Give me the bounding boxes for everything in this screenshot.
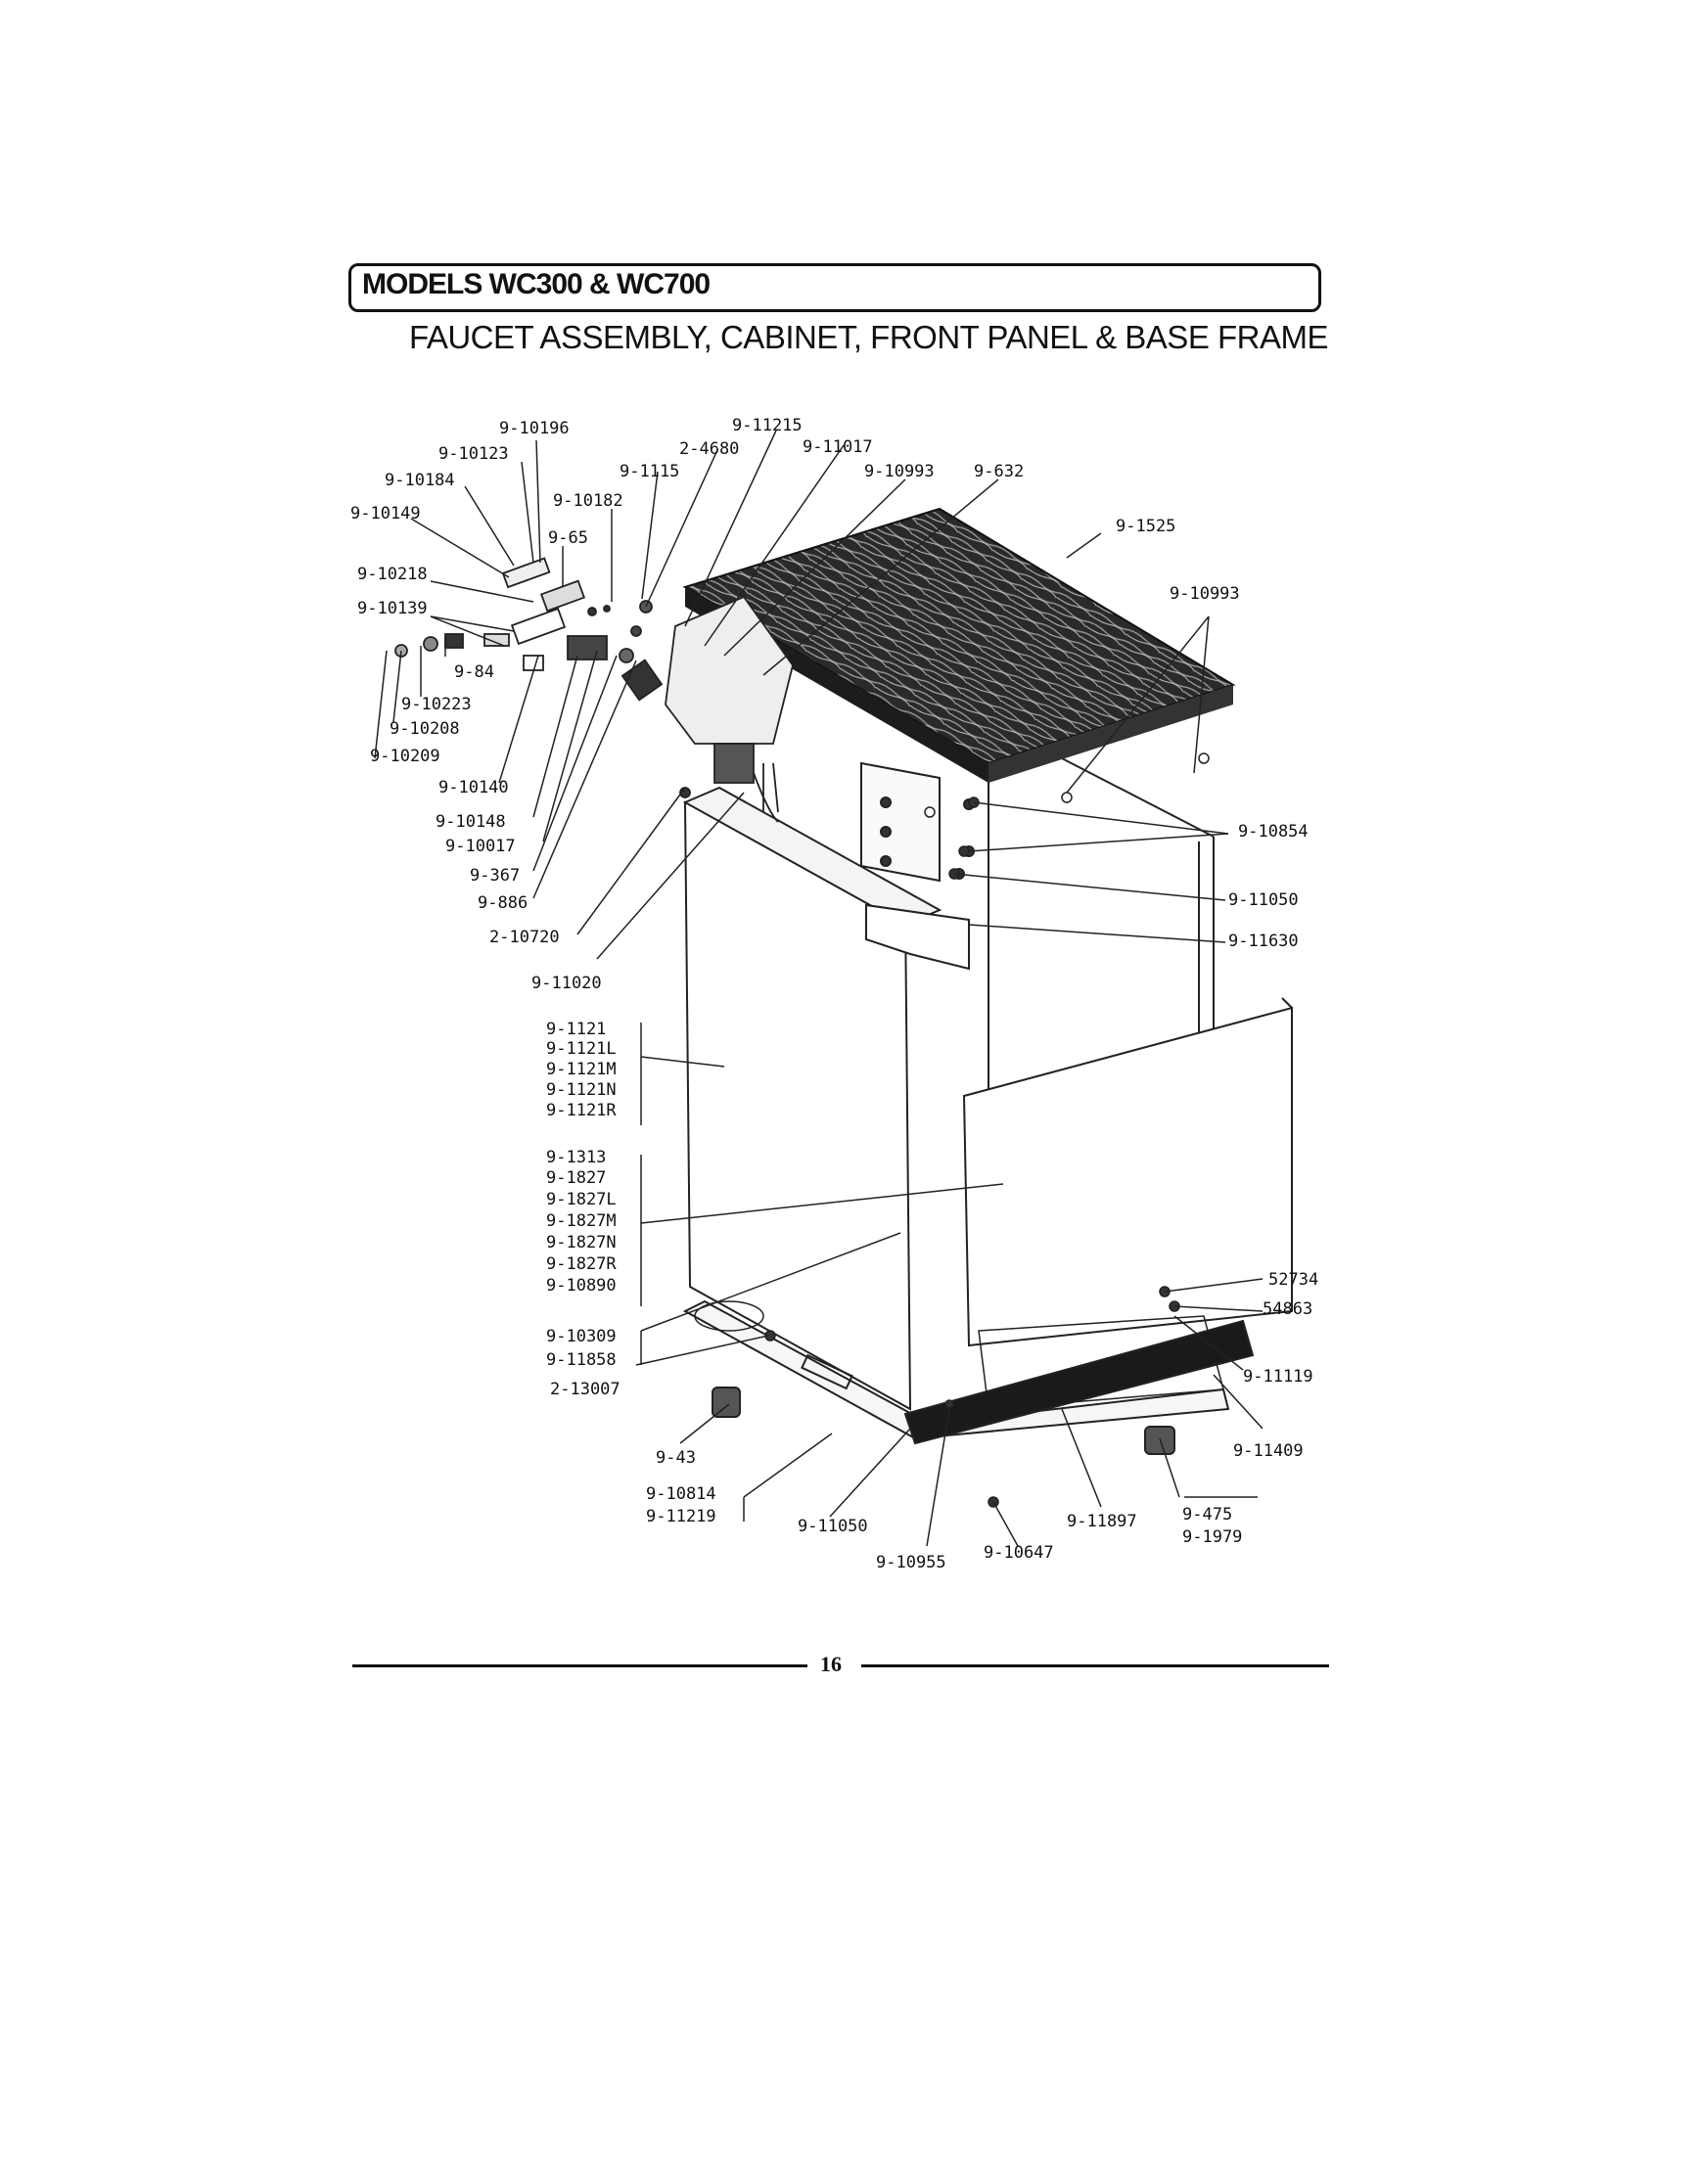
faucet-valve-body [713,743,755,784]
part-label: 9-10890 [546,1276,617,1296]
leveling-leg-left [712,1387,741,1418]
part-label: 9-10208 [390,719,460,739]
top-rail [682,786,942,927]
model-title: MODELS WC300 & WC700 [362,268,711,300]
part-label: 9-10209 [370,747,440,766]
faucet-valve [567,635,608,660]
part-number-labels: 9-10196 9-11215 9-10123 2-4680 9-11017 9… [350,416,1318,1572]
part-label: 9-43 [656,1448,696,1468]
part-label: 9-1827 [546,1168,606,1188]
part-label: 9-1115 [620,462,679,481]
part-label: 9-10182 [553,491,623,511]
part-label: 9-11409 [1233,1441,1304,1461]
part-label: 9-10017 [445,837,516,856]
top-right-rail [1061,757,1215,838]
part-label: 2-13007 [550,1380,620,1399]
part-label: 2-4680 [679,439,739,459]
base-frame-inner [978,1315,1224,1410]
faucet-lever [539,579,586,613]
part-label: 9-886 [478,893,528,913]
part-label: 9-1121L [546,1039,617,1059]
countertop-screws [764,752,1210,1508]
part-label: 9-11017 [803,437,873,457]
part-label: 9-1827R [546,1254,617,1274]
footer-rule-left [352,1664,807,1667]
part-label: 9-11050 [798,1517,868,1536]
part-label: 2-10720 [489,928,560,947]
part-label: 9-632 [974,462,1024,481]
front-panel [962,1006,1293,1347]
part-label: 9-11050 [1228,890,1299,910]
part-label: 9-1121N [546,1080,617,1100]
section-subtitle: FAUCET ASSEMBLY, CABINET, FRONT PANEL & … [409,319,1329,355]
part-label: 9-10149 [350,504,421,523]
part-label: 9-1979 [1182,1527,1242,1547]
part-label: 9-1121 [546,1020,606,1039]
part-label: 52734 [1268,1270,1318,1290]
faucet-housing [665,595,794,745]
faucet-bracket [510,607,567,646]
faucet-handle-bar [501,557,551,589]
part-label: 9-11219 [646,1507,716,1526]
page-number: 16 [820,1652,842,1676]
part-label: 9-1827N [546,1233,617,1252]
part-label: 9-65 [548,528,588,548]
cabinet-bracket [865,903,970,971]
mounting-plate [860,761,941,883]
faucet-spring [444,633,464,649]
part-label: 9-10223 [401,695,472,714]
part-label: 9-84 [454,662,494,682]
part-label: 9-1313 [546,1148,606,1167]
part-label: 9-10955 [876,1553,946,1572]
part-label: 9-11119 [1243,1367,1313,1387]
part-label: 9-11630 [1228,932,1299,951]
part-label: 9-10309 [546,1327,617,1346]
part-label: 9-10993 [864,462,935,481]
part-label: 9-11020 [531,974,602,993]
part-label: 9-11897 [1067,1512,1137,1531]
part-label: 9-10647 [984,1543,1054,1563]
part-label: 9-10854 [1238,822,1309,842]
part-label: 9-10139 [357,599,428,618]
part-label: 54863 [1263,1299,1312,1319]
part-label: 9-1121M [546,1060,617,1079]
footer-rule-right [861,1664,1329,1667]
part-label: 9-10123 [438,444,509,464]
part-label: 9-10184 [385,471,455,490]
part-label: 9-10140 [438,778,509,797]
part-label: 9-10148 [436,812,506,832]
part-label: 9-10218 [357,565,428,584]
part-label: 9-1827L [546,1190,617,1209]
part-label: 9-10993 [1170,584,1240,604]
part-label: 9-11858 [546,1350,617,1370]
model-title-box [348,263,1321,312]
countertop-side-edge [988,685,1233,783]
leader-lines [374,430,1264,1547]
part-label: 9-1121R [546,1101,617,1120]
part-label: 9-1827M [546,1211,617,1231]
toe-kick [903,1319,1255,1445]
part-label: 9-10196 [499,419,570,438]
cabinet-body [682,757,1293,1455]
part-label: 9-367 [470,866,520,886]
part-label: 9-475 [1182,1505,1232,1524]
part-label: 9-10814 [646,1484,716,1504]
part-label: 9-11215 [732,416,803,435]
part-label: 9-1525 [1116,517,1175,536]
